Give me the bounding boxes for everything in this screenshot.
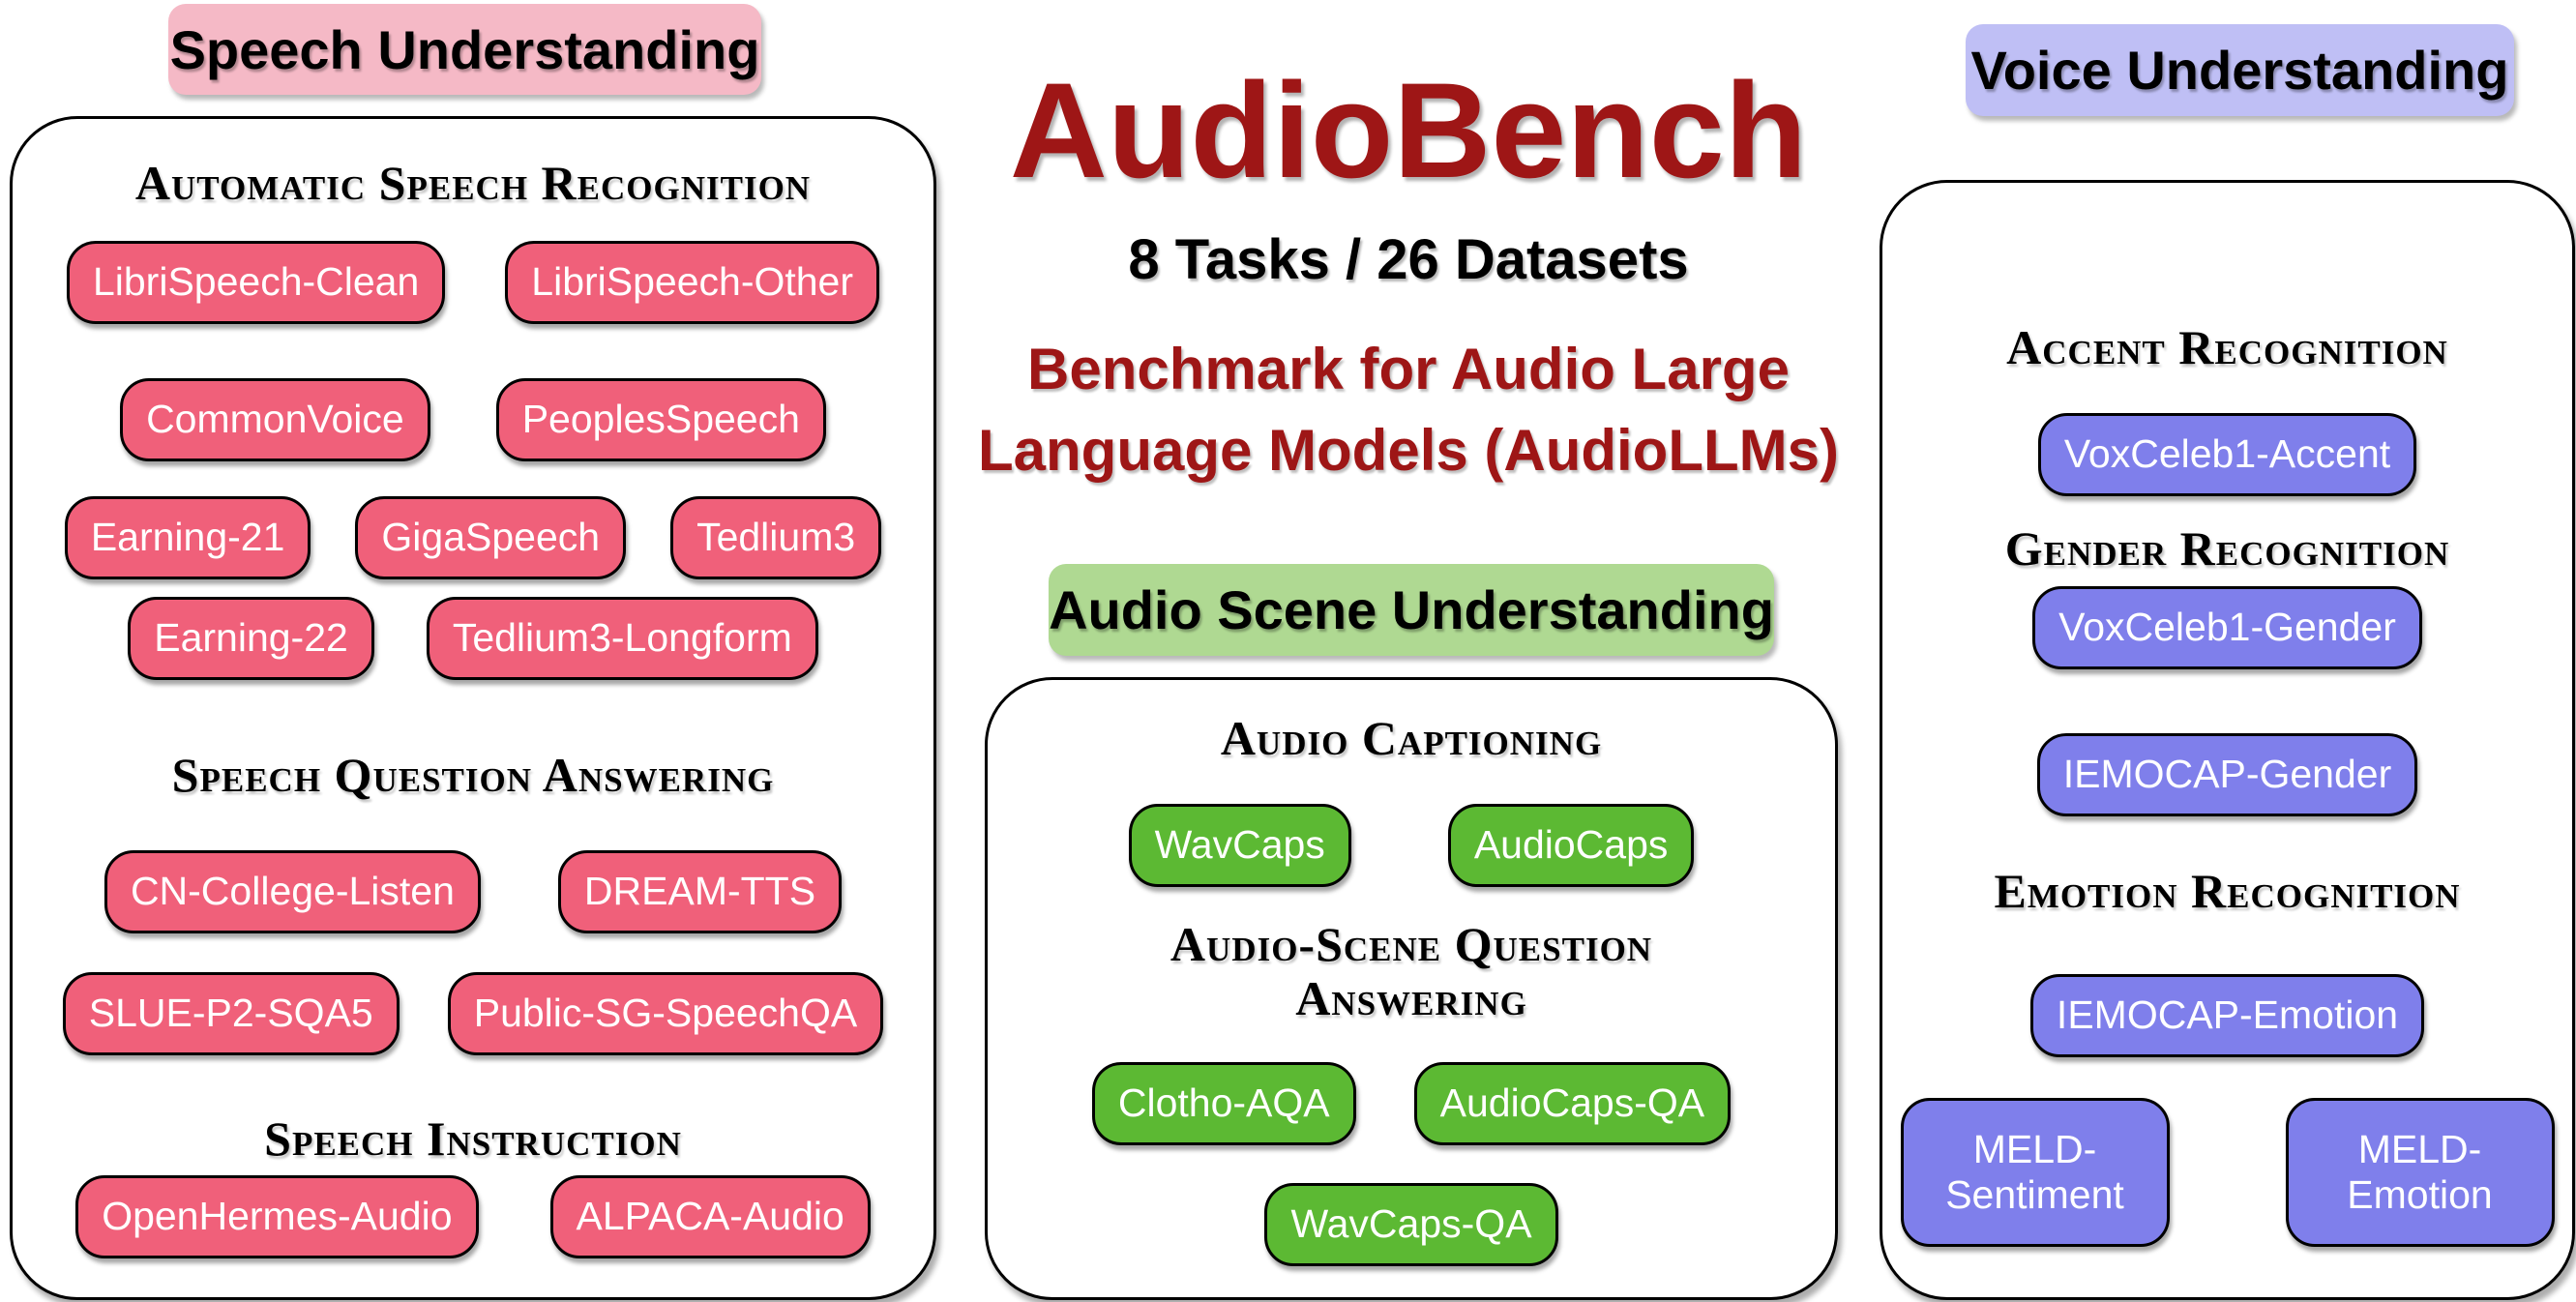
- audio-captioning-heading: Audio Captioning: [1220, 711, 1603, 765]
- dataset-pill: DREAM-TTS: [557, 850, 843, 933]
- audio-scene-understanding-panel: Audio Captioning WavCaps AudioCaps Audio…: [985, 677, 1838, 1300]
- dataset-pill: Tedlium3: [670, 496, 882, 579]
- asr-row-1: LibriSpeech-Clean LibriSpeech-Other: [13, 241, 933, 324]
- dataset-pill: CommonVoice: [120, 378, 430, 461]
- speech-understanding-panel: Automatic Speech Recognition LibriSpeech…: [10, 116, 936, 1300]
- dataset-pill: AudioCaps: [1447, 804, 1695, 887]
- sqa-section-heading: Speech Question Answering: [171, 748, 775, 802]
- dataset-pill: SLUE-P2-SQA5: [62, 972, 400, 1055]
- accent-recognition-row: VoxCeleb1-Accent: [1882, 413, 2572, 496]
- emotion-recognition-heading: Emotion Recognition: [1994, 864, 2461, 918]
- emotion-recognition-row-2: MELD- Sentiment MELD- Emotion: [1882, 1098, 2572, 1247]
- dataset-pill: PeoplesSpeech: [495, 378, 826, 461]
- asr-section-heading: Automatic Speech Recognition: [134, 156, 812, 210]
- sqa-row-1: CN-College-Listen DREAM-TTS: [13, 850, 933, 933]
- page-title: AudioBench: [1009, 54, 1808, 206]
- gender-recognition-heading: Gender Recognition: [2004, 521, 2450, 576]
- voice-understanding-header: Voice Understanding: [1966, 24, 2514, 116]
- emotion-recognition-row-1: IEMOCAP-Emotion: [1882, 974, 2572, 1057]
- dataset-pill: MELD- Emotion: [2285, 1098, 2555, 1247]
- asqa-row-2: WavCaps-QA: [988, 1183, 1835, 1266]
- dataset-pill: Clotho-AQA: [1091, 1062, 1356, 1145]
- gender-recognition-row-1: VoxCeleb1-Gender: [1882, 586, 2572, 669]
- asqa-row-1: Clotho-AQA AudioCaps-QA: [988, 1062, 1835, 1145]
- dataset-pill: Public-SG-SpeechQA: [447, 972, 884, 1055]
- asr-row-2: CommonVoice PeoplesSpeech: [13, 378, 933, 461]
- benchmark-tagline: Benchmark for Audio Large Language Model…: [978, 337, 1839, 483]
- dataset-pill: CN-College-Listen: [104, 850, 481, 933]
- dataset-pill: Tedlium3-Longform: [426, 597, 818, 680]
- speech-instruction-heading: Speech Instruction: [264, 1111, 682, 1166]
- dataset-pill: VoxCeleb1-Accent: [2037, 413, 2417, 496]
- gender-recognition-row-2: IEMOCAP-Gender: [1882, 733, 2572, 816]
- tasks-datasets-count: 8 Tasks / 26 Datasets: [1128, 228, 1689, 291]
- sqa-row-2: SLUE-P2-SQA5 Public-SG-SpeechQA: [13, 972, 933, 1055]
- audio-captioning-row: WavCaps AudioCaps: [988, 804, 1835, 887]
- speech-understanding-header: Speech Understanding: [168, 4, 761, 95]
- asqa-heading: Audio-Scene Question Answering: [1170, 917, 1653, 1025]
- dataset-pill: IEMOCAP-Emotion: [2029, 974, 2425, 1057]
- dataset-pill: OpenHermes-Audio: [75, 1175, 479, 1258]
- dataset-pill: AudioCaps-QA: [1413, 1062, 1732, 1145]
- speech-instruction-row: OpenHermes-Audio ALPACA-Audio: [13, 1175, 933, 1258]
- audio-scene-understanding-header: Audio Scene Understanding: [1049, 564, 1774, 656]
- dataset-pill: ALPACA-Audio: [549, 1175, 871, 1258]
- dataset-pill: GigaSpeech: [355, 496, 627, 579]
- accent-recognition-heading: Accent Recognition: [2006, 320, 2448, 374]
- dataset-pill: WavCaps-QA: [1264, 1183, 1558, 1266]
- dataset-pill: VoxCeleb1-Gender: [2032, 586, 2422, 669]
- dataset-pill: LibriSpeech-Other: [505, 241, 880, 324]
- dataset-pill: MELD- Sentiment: [1900, 1098, 2170, 1247]
- voice-understanding-panel: Accent Recognition VoxCeleb1-Accent Gend…: [1880, 180, 2575, 1300]
- dataset-pill: Earning-22: [128, 597, 374, 680]
- dataset-pill: IEMOCAP-Gender: [2036, 733, 2418, 816]
- dataset-pill: WavCaps: [1128, 804, 1351, 887]
- asr-row-3: Earning-21 GigaSpeech Tedlium3: [13, 496, 933, 579]
- dataset-pill: LibriSpeech-Clean: [66, 241, 446, 324]
- asr-row-4: Earning-22 Tedlium3-Longform: [13, 597, 933, 680]
- dataset-pill: Earning-21: [64, 496, 311, 579]
